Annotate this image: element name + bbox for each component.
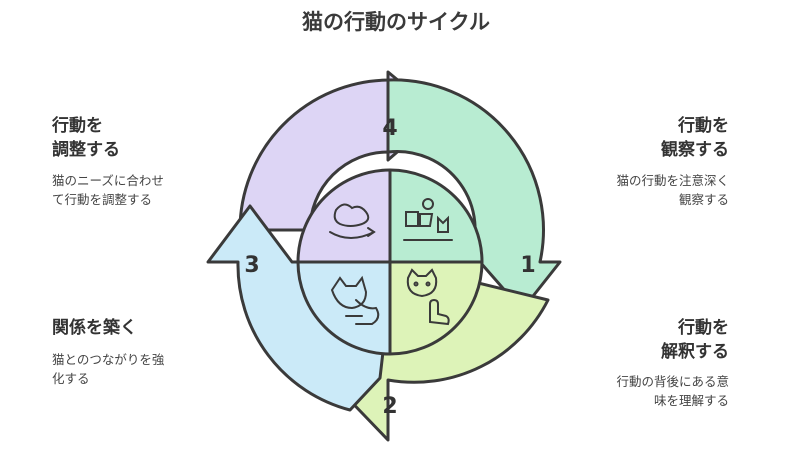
- step-number-3: 3: [244, 253, 259, 278]
- step-1-description: 猫の行動を注意深く 観察する: [616, 173, 729, 207]
- step-number-2: 2: [382, 394, 397, 419]
- step-4-description: 猫のニーズに合わせ て行動を調整する: [52, 173, 164, 207]
- step-number-4: 4: [382, 116, 397, 141]
- step-3-heading: 関係を築く: [52, 318, 137, 338]
- bond-icon: [330, 275, 380, 325]
- step-2-description: 行動の背後にある意 味を理解する: [616, 374, 729, 408]
- diagram-title: 猫の行動のサイクル: [302, 10, 490, 34]
- adjust-icon: [329, 203, 376, 239]
- step-3-description: 猫とのつながりを強 化する: [52, 352, 165, 386]
- observe-icon: [403, 198, 453, 241]
- step-1-heading: 行動を 観察する: [661, 116, 729, 160]
- step-2-heading: 行動を 解釈する: [661, 318, 729, 362]
- inner-circle: [296, 168, 484, 356]
- step-number-1: 1: [520, 253, 535, 278]
- interpret-icon: [406, 268, 450, 326]
- arrow-step-1: [386, 78, 562, 312]
- step-4-heading: 行動を 調整する: [52, 116, 120, 160]
